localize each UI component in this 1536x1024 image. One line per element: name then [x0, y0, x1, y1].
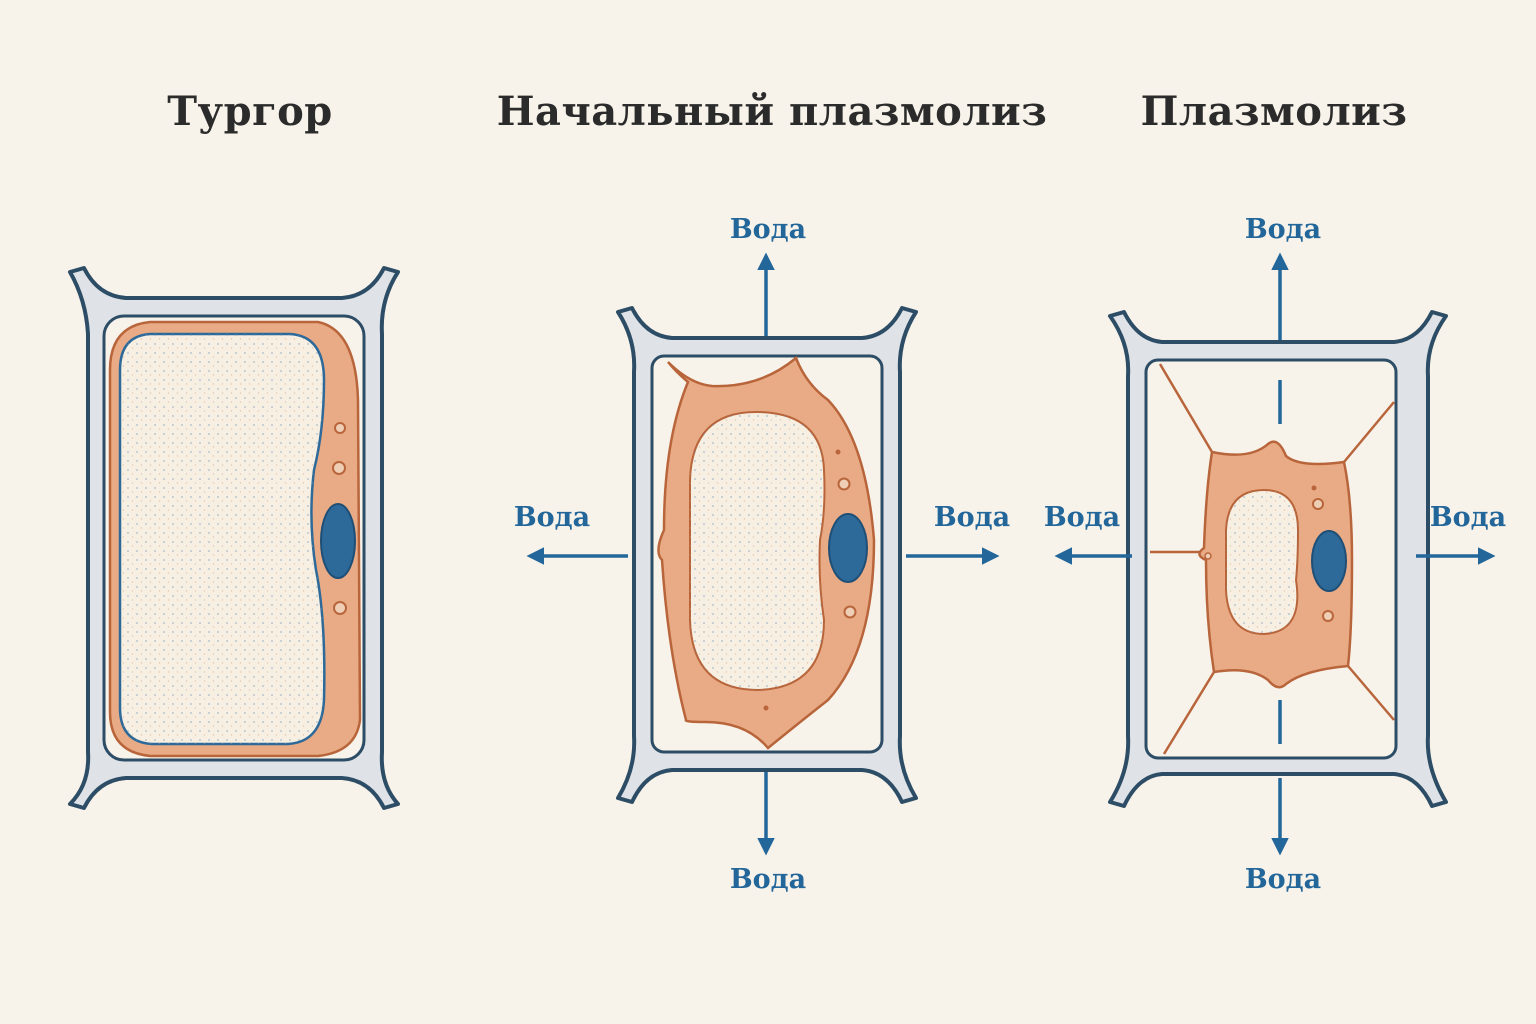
organelle [334, 422, 346, 434]
water-label: Вода [514, 502, 590, 533]
water-label: Вода [1245, 214, 1321, 245]
water-label: Вода [730, 214, 806, 245]
title-turgor: Тургор [167, 88, 333, 135]
cell-initial-plasmolysis: Вода Вода Вода Вода [514, 214, 1010, 895]
organelle [332, 461, 346, 475]
water-label: Вода [1245, 864, 1321, 895]
nucleus [828, 513, 868, 583]
organelle [837, 477, 851, 491]
organelle [763, 705, 769, 711]
cell-turgor [68, 266, 400, 810]
organelle [1312, 498, 1324, 510]
water-label: Вода [1044, 502, 1120, 533]
water-label: Вода [934, 502, 1010, 533]
cell-plasmolysis: Вода Вода Вода Вода [1044, 214, 1506, 895]
nucleus [320, 503, 356, 579]
title-plasmolysis: Плазмолиз [1140, 88, 1408, 135]
cytoplasmic-strands [1150, 363, 1395, 755]
organelle [1204, 552, 1212, 560]
organelle [333, 601, 347, 615]
title-initial-plasmolysis: Начальный плазмолиз [496, 88, 1048, 135]
organelle [1322, 610, 1334, 622]
water-label: Вода [1430, 502, 1506, 533]
water-label: Вода [730, 864, 806, 895]
organelle [843, 605, 857, 619]
nucleus [1311, 530, 1347, 592]
organelle [1311, 485, 1317, 491]
organelle [835, 449, 841, 455]
